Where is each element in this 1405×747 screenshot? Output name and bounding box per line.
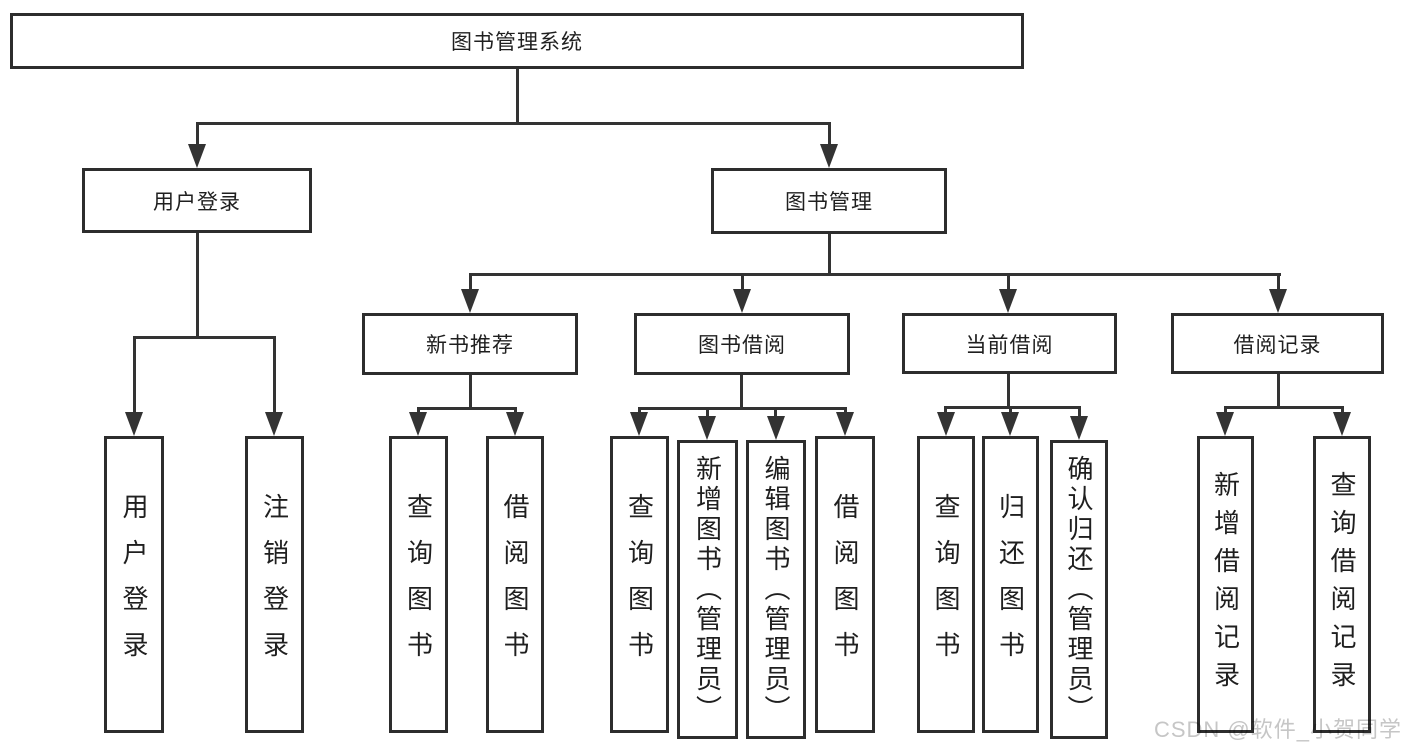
leaf-label: 用户登录 <box>119 492 149 677</box>
node-label: 当前借阅 <box>965 333 1054 357</box>
node-current-borrow: 当前借阅 <box>902 313 1117 374</box>
leaf-confirm-return-admin: 确认归还（管理员） <box>1050 440 1108 739</box>
leaf-label: 编辑图书（管理员） <box>761 454 791 725</box>
connector-line <box>828 234 831 273</box>
connector-line <box>133 336 276 339</box>
node-label: 图书管理系统 <box>451 31 583 54</box>
arrowhead-down-icon <box>265 412 283 436</box>
connector-line <box>196 233 199 336</box>
leaf-query-borrow-record: 查询借阅记录 <box>1313 436 1371 733</box>
leaf-user-login: 用户登录 <box>104 436 164 733</box>
connector-line <box>1224 406 1227 414</box>
node-label: 图书借阅 <box>698 334 786 357</box>
connector-line <box>196 122 199 148</box>
connector-line <box>1078 406 1081 416</box>
leaf-add-book-admin: 新增图书（管理员） <box>677 440 738 739</box>
connector-line <box>1341 406 1344 414</box>
connector-line <box>1224 406 1344 409</box>
connector-line <box>469 374 472 407</box>
node-user-login: 用户登录 <box>82 168 312 233</box>
connector-line <box>1277 273 1280 293</box>
arrowhead-down-icon <box>1070 416 1088 440</box>
leaf-borrow-books: 借阅图书 <box>815 436 875 733</box>
watermark-text: CSDN @软件_小贺同学 <box>1153 717 1402 742</box>
node-label: 图书管理 <box>785 191 873 214</box>
connector-line <box>133 336 136 414</box>
connector-line <box>196 122 830 125</box>
node-root-system: 图书管理系统 <box>10 13 1024 69</box>
connector-line <box>944 406 947 414</box>
arrowhead-down-icon <box>1001 412 1019 436</box>
connector-line <box>828 122 831 148</box>
connector-line <box>774 407 777 417</box>
node-book-management: 图书管理 <box>711 168 947 234</box>
node-new-book-recommend: 新书推荐 <box>362 313 578 375</box>
arrowhead-down-icon <box>409 412 427 436</box>
node-book-borrow: 图书借阅 <box>634 313 850 375</box>
node-borrow-records: 借阅记录 <box>1171 313 1384 374</box>
leaf-label: 查询图书 <box>624 492 655 677</box>
connector-line <box>469 273 1281 276</box>
node-label: 新书推荐 <box>426 334 514 357</box>
leaf-edit-book-admin: 编辑图书（管理员） <box>746 440 806 739</box>
connector-line <box>740 374 743 407</box>
connector-line <box>844 407 847 415</box>
leaf-label: 新增借阅记录 <box>1210 470 1241 699</box>
connector-line <box>417 407 420 415</box>
connector-line <box>516 69 519 122</box>
connector-line <box>706 407 709 417</box>
node-label: 借阅记录 <box>1233 333 1322 357</box>
connector-line <box>1007 273 1010 293</box>
leaf-label: 注销登录 <box>259 492 290 677</box>
connector-line <box>273 336 276 414</box>
arrowhead-down-icon <box>698 416 716 440</box>
arrowhead-down-icon <box>1333 412 1351 436</box>
leaf-borrow-books: 借阅图书 <box>486 436 544 733</box>
leaf-label: 归还图书 <box>995 492 1026 677</box>
arrowhead-down-icon <box>820 144 838 168</box>
arrowhead-down-icon <box>999 289 1017 313</box>
leaf-query-books: 查询图书 <box>917 436 975 733</box>
arrowhead-down-icon <box>461 289 479 313</box>
arrowhead-down-icon <box>767 416 785 440</box>
node-label: 用户登录 <box>153 190 241 214</box>
connector-line <box>1007 373 1010 406</box>
connector-line <box>514 407 517 415</box>
connector-line <box>638 407 641 415</box>
leaf-label: 查询图书 <box>403 492 434 677</box>
arrowhead-down-icon <box>1269 289 1287 313</box>
leaf-label: 借阅图书 <box>500 492 530 677</box>
leaf-label: 借阅图书 <box>830 492 860 677</box>
leaf-logout: 注销登录 <box>245 436 304 733</box>
connector-line <box>1277 373 1280 406</box>
arrowhead-down-icon <box>125 412 143 436</box>
leaf-label: 确认归还（管理员） <box>1064 454 1094 725</box>
connector-line <box>638 407 847 410</box>
connector-line <box>417 407 517 410</box>
leaf-label: 查询图书 <box>931 492 961 677</box>
arrowhead-down-icon <box>836 412 854 436</box>
leaf-label: 新增图书（管理员） <box>692 454 723 725</box>
connector-line <box>944 406 1081 409</box>
connector-line <box>741 273 744 293</box>
arrowhead-down-icon <box>733 289 751 313</box>
arrowhead-down-icon <box>506 412 524 436</box>
leaf-label: 查询借阅记录 <box>1327 470 1357 699</box>
arrowhead-down-icon <box>937 412 955 436</box>
leaf-add-borrow-record: 新增借阅记录 <box>1197 436 1254 733</box>
arrowhead-down-icon <box>1216 412 1234 436</box>
leaf-return-book: 归还图书 <box>982 436 1039 733</box>
leaf-query-books: 查询图书 <box>610 436 669 733</box>
connector-line <box>1009 406 1012 414</box>
arrowhead-down-icon <box>630 412 648 436</box>
arrowhead-down-icon <box>188 144 206 168</box>
connector-line <box>469 273 472 293</box>
leaf-query-books: 查询图书 <box>389 436 448 733</box>
